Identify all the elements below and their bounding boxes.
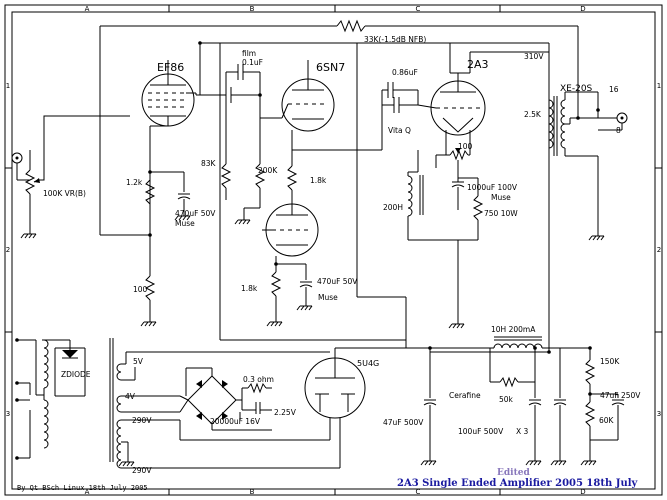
muse-c-label: Muse xyxy=(491,193,511,202)
b-plus-label: 310V xyxy=(524,52,544,61)
spk-16-terminal xyxy=(596,108,600,112)
frame-col-c-top: C xyxy=(416,5,421,13)
frame-row-2-right: 2 xyxy=(657,246,661,254)
r-1-2k-label: 1.2k xyxy=(126,178,143,187)
frame-col-d-top: D xyxy=(580,5,585,13)
v5-label: 5V xyxy=(133,357,144,366)
2a3-label: 2A3 xyxy=(467,58,489,71)
muse-b-label: Muse xyxy=(318,293,338,302)
r-750-label: 750 10W xyxy=(484,209,518,218)
2a3-stage: 0.86uF Vita Q 2A3 100 1000uF xyxy=(381,51,549,329)
ohm-03-label: 0.3 ohm xyxy=(243,375,274,384)
x3-label: X 3 xyxy=(516,427,529,436)
tap-8-label: 8 xyxy=(616,126,621,135)
r-50k-label: 50k xyxy=(499,395,514,404)
r-60k-label: 60K xyxy=(599,416,615,425)
6sn7-stage: 6SN7 1.8k 1.8k 470uF 50V Muse xyxy=(241,60,382,327)
bridge-rectifier: 0.3 ohm 2.25V 20000uF 16V xyxy=(179,367,297,431)
c-47-250-label: 47uF 250V xyxy=(600,391,641,400)
v290-b-label: 290V xyxy=(132,466,152,475)
r-150k-label: 150K xyxy=(600,357,620,366)
frame-row-3-right: 3 xyxy=(657,410,661,418)
tap-16-label: 16 xyxy=(609,85,619,94)
frame-row-2-left: 2 xyxy=(6,246,10,254)
hv-filter: 47uF 500V 10H 200mA Cerafine 50k 100uF 5… xyxy=(335,325,641,466)
c-20000-label: 20000uF 16V xyxy=(210,417,261,426)
drawing-frame: A B C D A B C D 1 2 3 1 2 3 xyxy=(4,4,663,496)
drawing-title: 2A3 Single Ended Amplifier 2005 18th Jul… xyxy=(397,478,639,489)
frame-col-a-top: A xyxy=(85,5,90,13)
frame-col-b-top: B xyxy=(250,5,255,13)
frame-col-c-bottom: C xyxy=(416,488,421,496)
frame-col-d-bottom: D xyxy=(580,488,585,496)
primary-imp-label: 2.5K xyxy=(524,110,542,119)
nfb-and-rails: 33K(-1.5dB NFB) 310V xyxy=(99,19,580,354)
film-value-label: 0.1uF xyxy=(242,58,263,67)
v4-label: 4V xyxy=(125,392,136,401)
xe20s-label: XE-20S xyxy=(560,84,593,94)
r-200k-label: 200K xyxy=(258,166,278,175)
frame-col-a-bottom: A xyxy=(85,488,90,496)
6sn7-label: 6SN7 xyxy=(316,61,345,74)
choke-200h-label: 200H xyxy=(383,203,403,212)
output-transformer: XE-20S 2.5K 16 8 xyxy=(524,84,628,241)
c-470-a-label: 470uF 50V xyxy=(175,209,216,218)
r-100-b-label: 100 xyxy=(458,142,473,151)
power-transformer: ZDIODE 5V 4V 290V 290V xyxy=(15,338,341,475)
muse-a-label: Muse xyxy=(175,219,195,228)
cerafine-label: Cerafine xyxy=(449,391,481,400)
footer: By Qt BSch Linux 18th July 2005 Edited 2… xyxy=(17,468,639,492)
ef86-label: EF86 xyxy=(157,61,184,74)
r-100-a-label: 100 xyxy=(133,285,148,294)
c-100-500-label: 100uF 500V xyxy=(458,427,504,436)
frame-row-1-left: 1 xyxy=(6,82,10,90)
zdiode-label: ZDIODE xyxy=(61,370,91,379)
ef86-stage: EF86 1.2k 470uF 50V Muse 100 xyxy=(126,60,216,327)
c-470-b-label: 470uF 50V xyxy=(317,277,358,286)
r-1-8k-a-label: 1.8k xyxy=(310,176,327,185)
credit-text: By Qt BSch Linux 18th July 2005 xyxy=(17,484,148,492)
film-label: film xyxy=(242,49,256,58)
c-1000-label: 1000uF 100V xyxy=(467,183,518,192)
c-47-500-label: 47uF 500V xyxy=(383,418,424,427)
volume-pot-label: 100K VR(B) xyxy=(43,189,86,198)
choke-10h-label: 10H 200mA xyxy=(491,325,536,334)
frame-row-1-right: 1 xyxy=(657,82,661,90)
frame-col-b-bottom: B xyxy=(250,488,255,496)
coupling-cap-label: 0.86uF xyxy=(392,68,418,77)
nfb-resistor-label: 33K(-1.5dB NFB) xyxy=(364,35,426,44)
frame-row-3-left: 3 xyxy=(6,410,10,418)
r-1-8k-b-label: 1.8k xyxy=(241,284,258,293)
edited-stamp: Edited xyxy=(497,468,530,478)
input-section: 100K VR(B) xyxy=(11,115,130,239)
r-83k-label: 83K xyxy=(201,159,217,168)
coupling-network: film 0.1uF 200K 83K xyxy=(196,49,282,225)
v2-25-label: 2.25V xyxy=(274,408,297,417)
5u4g-rectifier: 5U4G xyxy=(304,348,379,440)
5u4g-label: 5U4G xyxy=(357,359,379,368)
vita-q-label: Vita Q xyxy=(388,126,411,135)
